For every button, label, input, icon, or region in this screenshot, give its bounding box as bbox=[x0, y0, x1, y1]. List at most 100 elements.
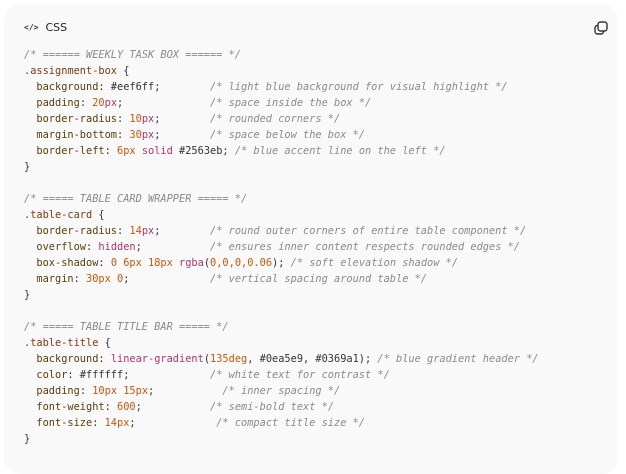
code-text: ; bbox=[129, 417, 217, 429]
code-text: : bbox=[117, 113, 130, 125]
code-property: font-weight bbox=[36, 401, 105, 413]
code-property: border-radius bbox=[36, 225, 117, 237]
code-block-header: </> CSS bbox=[24, 18, 67, 36]
code-text: : bbox=[104, 145, 118, 157]
code-comment: /* white text for contrast */ bbox=[210, 369, 390, 381]
code-text: : bbox=[92, 417, 105, 429]
code-number: 10 bbox=[129, 113, 142, 125]
code-property: border-left bbox=[36, 145, 105, 157]
code-text bbox=[24, 273, 36, 285]
code-unit: px bbox=[104, 97, 118, 109]
code-text: ; bbox=[148, 385, 223, 397]
code-text: , #0ea5e9, #0369a1); bbox=[247, 353, 378, 365]
code-keyword: solid bbox=[141, 145, 173, 157]
code-line: .table-card { bbox=[24, 207, 539, 223]
code-text: ( bbox=[203, 257, 211, 269]
code-unit: px bbox=[141, 113, 155, 125]
code-comment: /* space inside the box */ bbox=[210, 97, 372, 109]
code-text bbox=[24, 241, 36, 253]
code-text: } bbox=[24, 433, 31, 445]
code-text: ; bbox=[154, 225, 211, 237]
code-comment: /* semi-bold text */ bbox=[210, 401, 335, 413]
copy-icon bbox=[594, 21, 608, 35]
code-text bbox=[24, 113, 36, 125]
code-text bbox=[24, 97, 36, 109]
code-line: background: #eef6ff; /* light blue backg… bbox=[24, 79, 539, 95]
code-comment: /* compact title size */ bbox=[216, 417, 366, 429]
code-text bbox=[24, 353, 36, 365]
code-text: : bbox=[98, 257, 111, 269]
code-comment: /* inner spacing */ bbox=[222, 385, 341, 397]
code-line: border-radius: 14px; /* round outer corn… bbox=[24, 223, 539, 239]
code-text bbox=[24, 369, 36, 381]
code-text: ; bbox=[117, 97, 211, 109]
code-keyword: rgba bbox=[179, 257, 204, 269]
code-line: box-shadow: 0 6px 18px rgba(0,0,0,0.06);… bbox=[24, 255, 539, 271]
code-text bbox=[24, 417, 36, 429]
code-comment: /* ===== TABLE CARD WRAPPER ===== */ bbox=[24, 193, 248, 205]
code-number: 0,0,0,0.06 bbox=[210, 257, 273, 269]
code-text: : bbox=[79, 385, 93, 397]
code-property: padding bbox=[36, 97, 80, 109]
code-content: /* ====== WEEKLY TASK BOX ====== */ .assi… bbox=[24, 47, 539, 447]
code-line: border-left: 6px solid #2563eb; /* blue … bbox=[24, 143, 539, 159]
code-line: margin: 30px 0; /* vertical spacing arou… bbox=[24, 271, 539, 287]
code-line: } bbox=[24, 431, 539, 447]
code-text bbox=[24, 225, 36, 237]
code-block: </> CSS /* ====== WEEKLY TASK BOX ======… bbox=[4, 4, 618, 474]
code-text: } bbox=[24, 161, 31, 173]
code-number: 14px bbox=[104, 417, 130, 429]
code-line: /* ===== TABLE TITLE BAR ===== */ bbox=[24, 319, 539, 335]
code-text: : bbox=[98, 353, 111, 365]
code-keyword: hidden bbox=[98, 241, 136, 253]
code-number: 135deg bbox=[210, 353, 248, 365]
code-line: background: linear-gradient(135deg, #0ea… bbox=[24, 351, 538, 367]
code-text: { bbox=[92, 209, 105, 221]
code-line: padding: 20px; /* space inside the box *… bbox=[24, 95, 539, 111]
code-number: 0 6px 18px bbox=[110, 257, 173, 269]
code-text: ; bbox=[135, 401, 211, 413]
code-property: margin bbox=[36, 273, 74, 285]
code-property: font-size bbox=[36, 417, 93, 429]
code-line bbox=[24, 175, 539, 191]
code-text: : bbox=[86, 241, 99, 253]
code-property: margin-bottom bbox=[36, 129, 117, 141]
code-property: background bbox=[36, 81, 99, 93]
code-line: padding: 10px 15px; /* inner spacing */ bbox=[24, 383, 539, 399]
code-selector: .assignment-box bbox=[24, 65, 117, 77]
code-line bbox=[24, 303, 539, 319]
copy-button[interactable] bbox=[593, 20, 609, 36]
code-line: color: #ffffff; /* white text for contra… bbox=[24, 367, 539, 383]
code-number: 600 bbox=[117, 401, 136, 413]
code-text bbox=[24, 81, 36, 93]
code-number: 20 bbox=[92, 97, 105, 109]
code-text: { bbox=[98, 337, 111, 349]
code-number: 30px 0 bbox=[86, 273, 124, 285]
code-number: 30 bbox=[129, 129, 142, 141]
code-text: : bbox=[79, 97, 93, 109]
code-text: #2563eb; bbox=[172, 145, 235, 157]
code-text bbox=[24, 145, 36, 157]
code-comment: /* ===== TABLE TITLE BAR ===== */ bbox=[24, 321, 229, 333]
code-number: 10px 15px bbox=[92, 385, 149, 397]
code-selector: .table-card bbox=[24, 209, 93, 221]
code-comment: /* ensures inner content respects rounde… bbox=[210, 241, 520, 253]
code-text: ; bbox=[154, 129, 211, 141]
code-text: ); bbox=[272, 257, 291, 269]
code-text: ; bbox=[154, 113, 211, 125]
code-line: } bbox=[24, 287, 539, 303]
code-icon: </> bbox=[24, 22, 39, 32]
code-comment: /* blue accent line on the left */ bbox=[234, 145, 446, 157]
code-comment: /* soft elevation shadow */ bbox=[290, 257, 459, 269]
code-line: border-radius: 10px; /* rounded corners … bbox=[24, 111, 539, 127]
code-number: 14 bbox=[129, 225, 142, 237]
code-text: : bbox=[73, 273, 87, 285]
code-line: /* ===== TABLE CARD WRAPPER ===== */ bbox=[24, 191, 539, 207]
code-text bbox=[24, 129, 36, 141]
code-text: { bbox=[117, 65, 130, 77]
code-comment: /* ====== WEEKLY TASK BOX ====== */ bbox=[24, 49, 241, 61]
code-comment: /* vertical spacing around table */ bbox=[210, 273, 427, 285]
code-line: /* ====== WEEKLY TASK BOX ====== */ bbox=[24, 47, 539, 63]
code-property: color bbox=[36, 369, 68, 381]
language-label: CSS bbox=[45, 20, 68, 34]
